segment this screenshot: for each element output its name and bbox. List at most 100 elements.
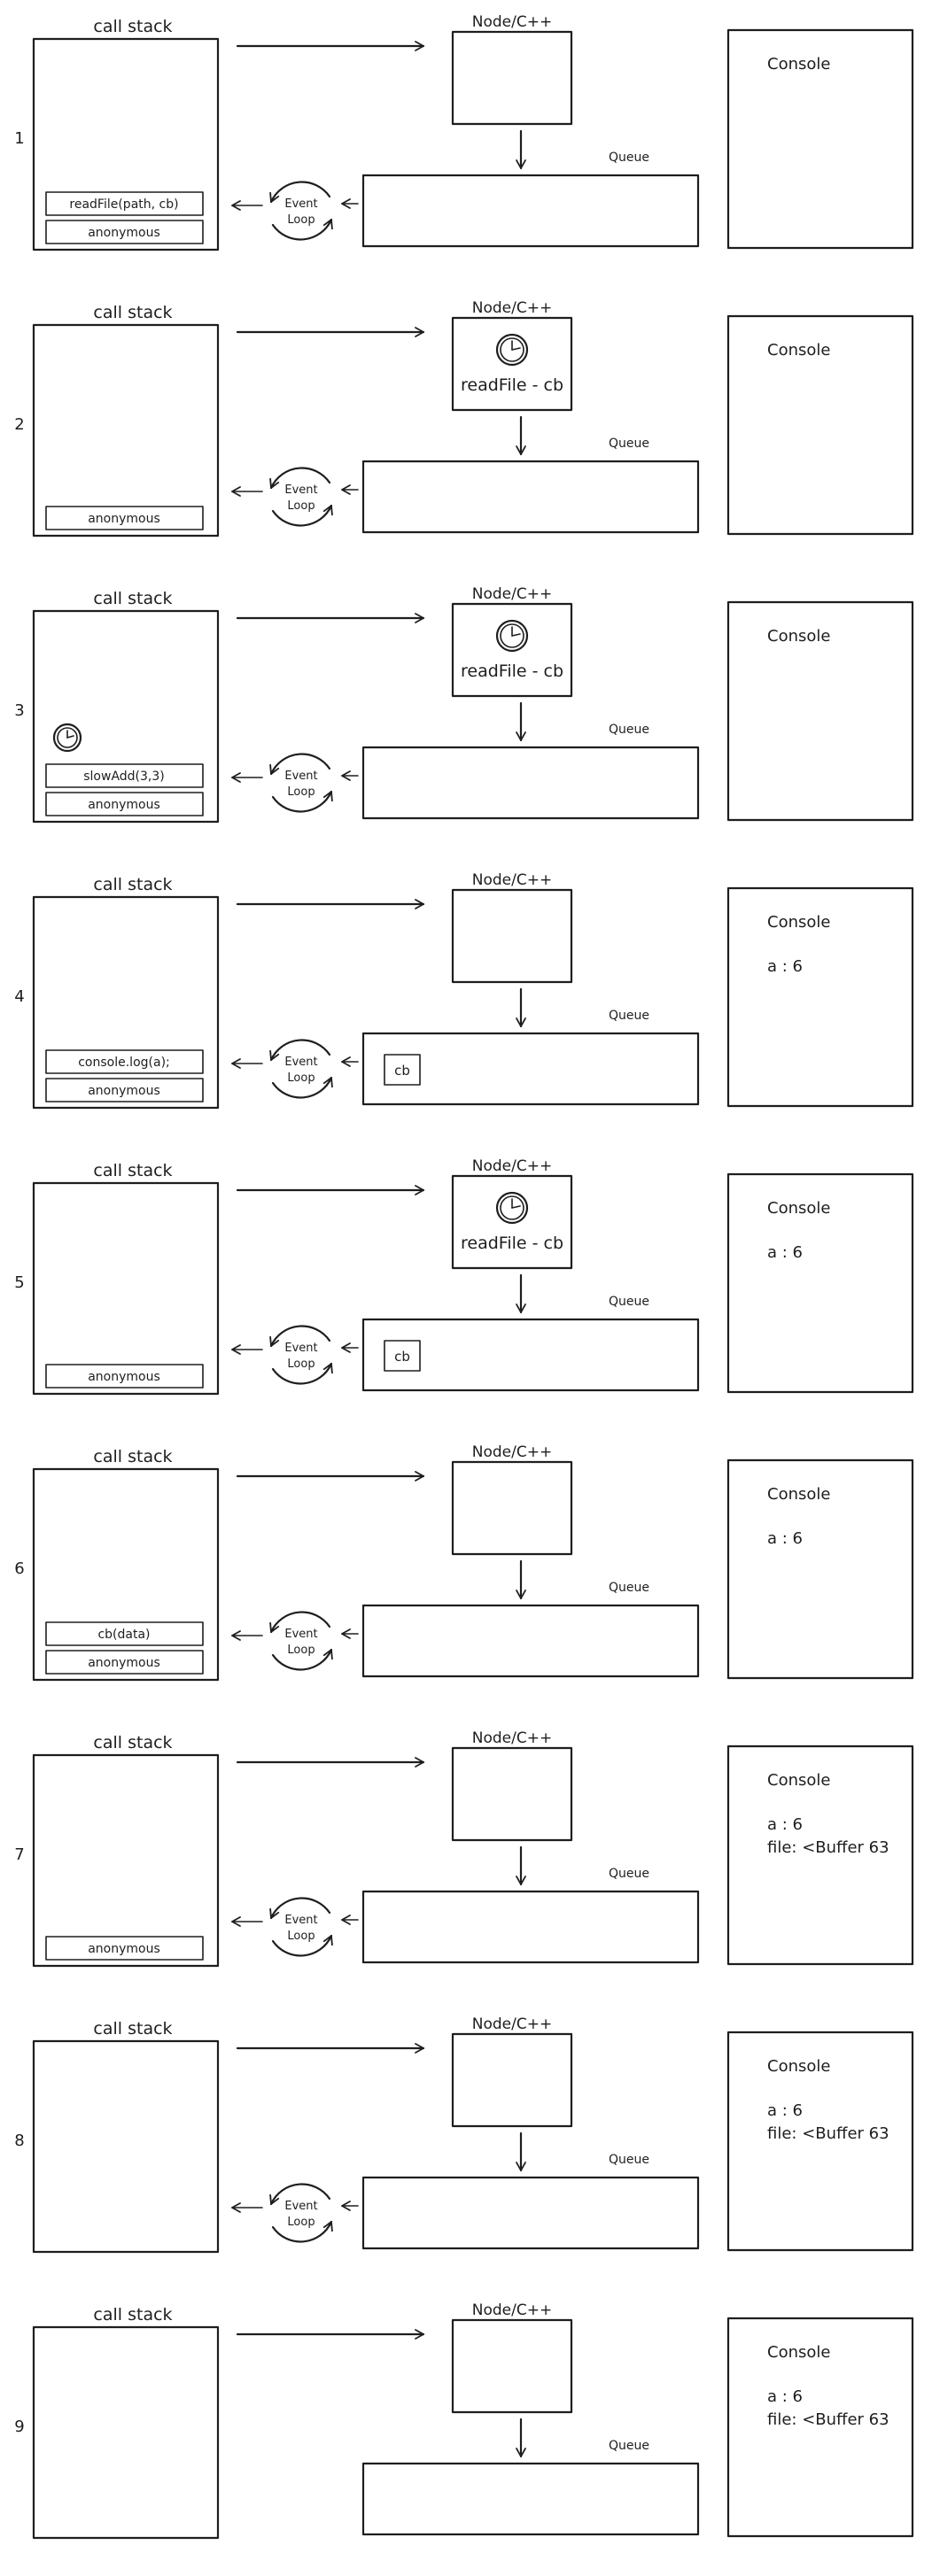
console-box [726,28,914,250]
queue-box [361,2462,700,2536]
stage-number: 1 [14,129,24,148]
queue-title: Queue [609,1009,649,1023]
node-title: Node/C++ [472,585,552,603]
event-loop-label-line1: Event [284,1914,317,1927]
console-box [726,314,914,536]
call-stack-box [32,1181,220,1396]
queue-box [361,746,700,820]
call-stack-title: call stack [93,1161,172,1180]
call-stack-box [32,323,220,538]
queue-title: Queue [609,151,649,165]
queue-box [361,1604,700,1678]
stage-number: 5 [14,1273,24,1292]
stack-frame-label: anonymous [88,1942,160,1956]
queue-title: Queue [609,437,649,451]
console-title: Console [767,2057,830,2076]
stack-frame: anonymous [45,506,204,530]
stage-number: 7 [14,1845,24,1864]
stack-frame: cb(data) [45,1621,204,1646]
node-title: Node/C++ [472,13,552,31]
event-loop-label-line1: Event [284,1342,317,1355]
node-task-label: readFile - cb [461,661,563,681]
call-stack-title: call stack [93,875,172,894]
call-stack-box [32,2039,220,2254]
stack-frame: readFile(path, cb) [45,191,204,216]
console-line: a : 6 [767,2101,803,2120]
circular-arrows-icon [269,753,333,813]
call-stack-title: call stack [93,2019,172,2038]
node-box [451,1460,573,1556]
node-box [451,1746,573,1842]
queue-title: Queue [609,1867,649,1881]
node-title: Node/C++ [472,2015,552,2033]
call-stack-box [32,37,220,251]
node-box [451,888,573,984]
call-stack-title: call stack [93,303,172,322]
event-loop-label-line2: Loop [287,1358,315,1371]
node-title: Node/C++ [472,871,552,889]
event-loop-label-line2: Loop [287,213,315,227]
stack-frame-label: readFile(path, cb) [69,197,178,212]
node-box [451,30,573,126]
console-title: Console [767,1485,830,1504]
queue-item-label: cb [394,1349,410,1365]
console-line: a : 6 [767,1243,803,1262]
queue-title: Queue [609,2153,649,2167]
console-title: Console [767,1771,830,1790]
console-line: file: <Buffer 63 [767,1838,889,1857]
node-box [451,602,573,698]
console-title: Console [767,55,830,73]
circular-arrows-icon [269,2183,333,2243]
console-title: Console [767,627,830,646]
queue-item: cb [384,1340,421,1372]
console-box [726,1458,914,1680]
console-box [726,1172,914,1394]
console-title: Console [767,913,830,932]
call-stack-title: call stack [93,1447,172,1466]
event-loop-label-line1: Event [284,483,317,497]
circular-arrows-icon [269,1611,333,1671]
stack-frame: anonymous [45,1078,204,1102]
call-stack-box [32,1467,220,1682]
circular-arrows-icon [269,1325,333,1385]
node-title: Node/C++ [472,1443,552,1461]
console-box [726,2317,914,2538]
event-loop-label-line1: Event [284,1056,317,1069]
event-loop-label-line2: Loop [287,499,315,513]
clock-icon [495,619,529,653]
stack-frame-label: anonymous [88,1370,160,1384]
queue-item-label: cb [394,1063,410,1079]
stack-frame: anonymous [45,792,204,816]
stage-number: 2 [14,415,24,434]
queue-title: Queue [609,2439,649,2453]
call-stack-box [32,1753,220,1968]
event-loop-label-line1: Event [284,2200,317,2213]
node-title: Node/C++ [472,2301,552,2319]
event-loop-label-line2: Loop [287,785,315,799]
console-line: a : 6 [767,1815,803,1834]
queue-title: Queue [609,723,649,737]
queue-title: Queue [609,1295,649,1309]
console-line: file: <Buffer 63 [767,2124,889,2143]
stage-number: 9 [14,2417,24,2436]
queue-box [361,1890,700,1964]
event-loop-label-line2: Loop [287,1071,315,1085]
console-line: a : 6 [767,1529,803,1548]
event-loop-label-line1: Event [284,197,317,211]
call-stack-box [32,2325,220,2540]
node-task-label: readFile - cb [461,1234,563,1253]
node-task-label: readFile - cb [461,375,563,395]
event-loop-label-line1: Event [284,770,317,783]
console-box [726,600,914,822]
stack-frame: slowAdd(3,3) [45,763,204,788]
stage-number: 3 [14,701,24,720]
